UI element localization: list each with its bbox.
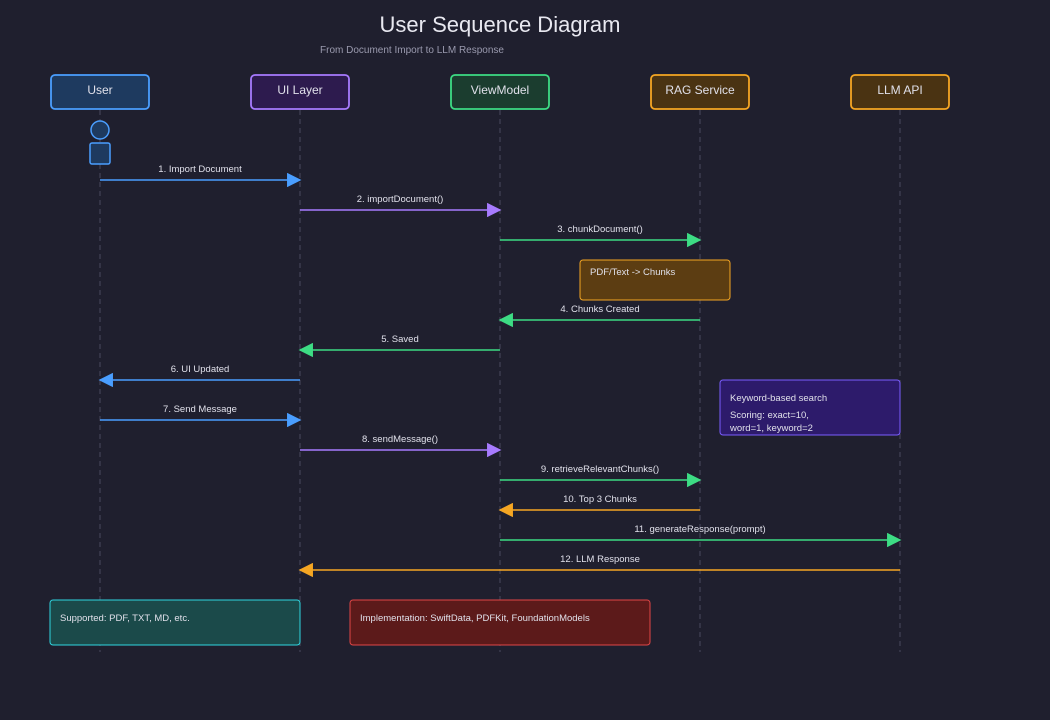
diagram-title: User Sequence Diagram <box>380 12 621 37</box>
note-text: PDF/Text -> Chunks <box>590 267 676 278</box>
participants: User UI Layer ViewModel RAG Service LLM API <box>50 74 950 110</box>
message-label: 4. Chunks Created <box>560 304 639 315</box>
message-5: 5. Saved <box>298 334 500 358</box>
note-chunks: PDF/Text -> Chunks <box>579 259 731 301</box>
participant-ui: UI Layer <box>250 74 350 110</box>
participant-label: RAG Service <box>665 83 735 97</box>
note-impl: Implementation: SwiftData, PDFKit, Found… <box>349 599 651 646</box>
message-8: 8. sendMessage() <box>300 434 502 458</box>
message-label: 11. generateResponse(prompt) <box>634 524 765 535</box>
diagram-subtitle: From Document Import to LLM Response <box>320 45 504 56</box>
message-4: 4. Chunks Created <box>498 304 700 328</box>
note-text: Implementation: SwiftData, PDFKit, Found… <box>360 613 590 624</box>
participant-label: ViewModel <box>471 83 529 97</box>
message-label: 6. UI Updated <box>171 364 230 375</box>
message-10: 10. Top 3 Chunks <box>498 494 700 518</box>
user-actor-icon <box>89 120 111 165</box>
participant-user: User <box>50 74 150 110</box>
message-12: 12. LLM Response <box>298 554 900 578</box>
message-label: 3. chunkDocument() <box>557 224 643 235</box>
message-3: 3. chunkDocument() <box>500 224 702 248</box>
note-text: Scoring: exact=10, <box>730 410 809 421</box>
messages: 1. Import Document 2. importDocument() 3. … <box>98 164 902 578</box>
note-supported: Supported: PDF, TXT, MD, etc. <box>49 599 301 646</box>
message-label: 9. retrieveRelevantChunks() <box>541 464 659 475</box>
note-text: word=1, keyword=2 <box>729 423 813 434</box>
message-7: 7. Send Message <box>100 404 302 428</box>
message-label: 12. LLM Response <box>560 554 640 565</box>
participant-llm: LLM API <box>850 74 950 110</box>
participant-label: User <box>87 83 112 97</box>
message-2: 2. importDocument() <box>300 194 502 218</box>
message-1: 1. Import Document <box>100 164 302 188</box>
message-label: 10. Top 3 Chunks <box>563 494 637 505</box>
message-label: 1. Import Document <box>158 164 242 175</box>
participant-vm: ViewModel <box>450 74 550 110</box>
participant-rag: RAG Service <box>650 74 750 110</box>
message-label: 2. importDocument() <box>357 194 444 205</box>
message-label: 5. Saved <box>381 334 419 345</box>
message-label: 8. sendMessage() <box>362 434 438 445</box>
participant-label: LLM API <box>877 83 922 97</box>
message-label: 7. Send Message <box>163 404 237 415</box>
message-11: 11. generateResponse(prompt) <box>500 524 902 548</box>
participant-label: UI Layer <box>277 83 322 97</box>
note-text: Supported: PDF, TXT, MD, etc. <box>60 613 190 624</box>
message-9: 9. retrieveRelevantChunks() <box>500 464 702 488</box>
message-6: 6. UI Updated <box>98 364 300 388</box>
note-text: Keyword-based search <box>730 393 827 404</box>
